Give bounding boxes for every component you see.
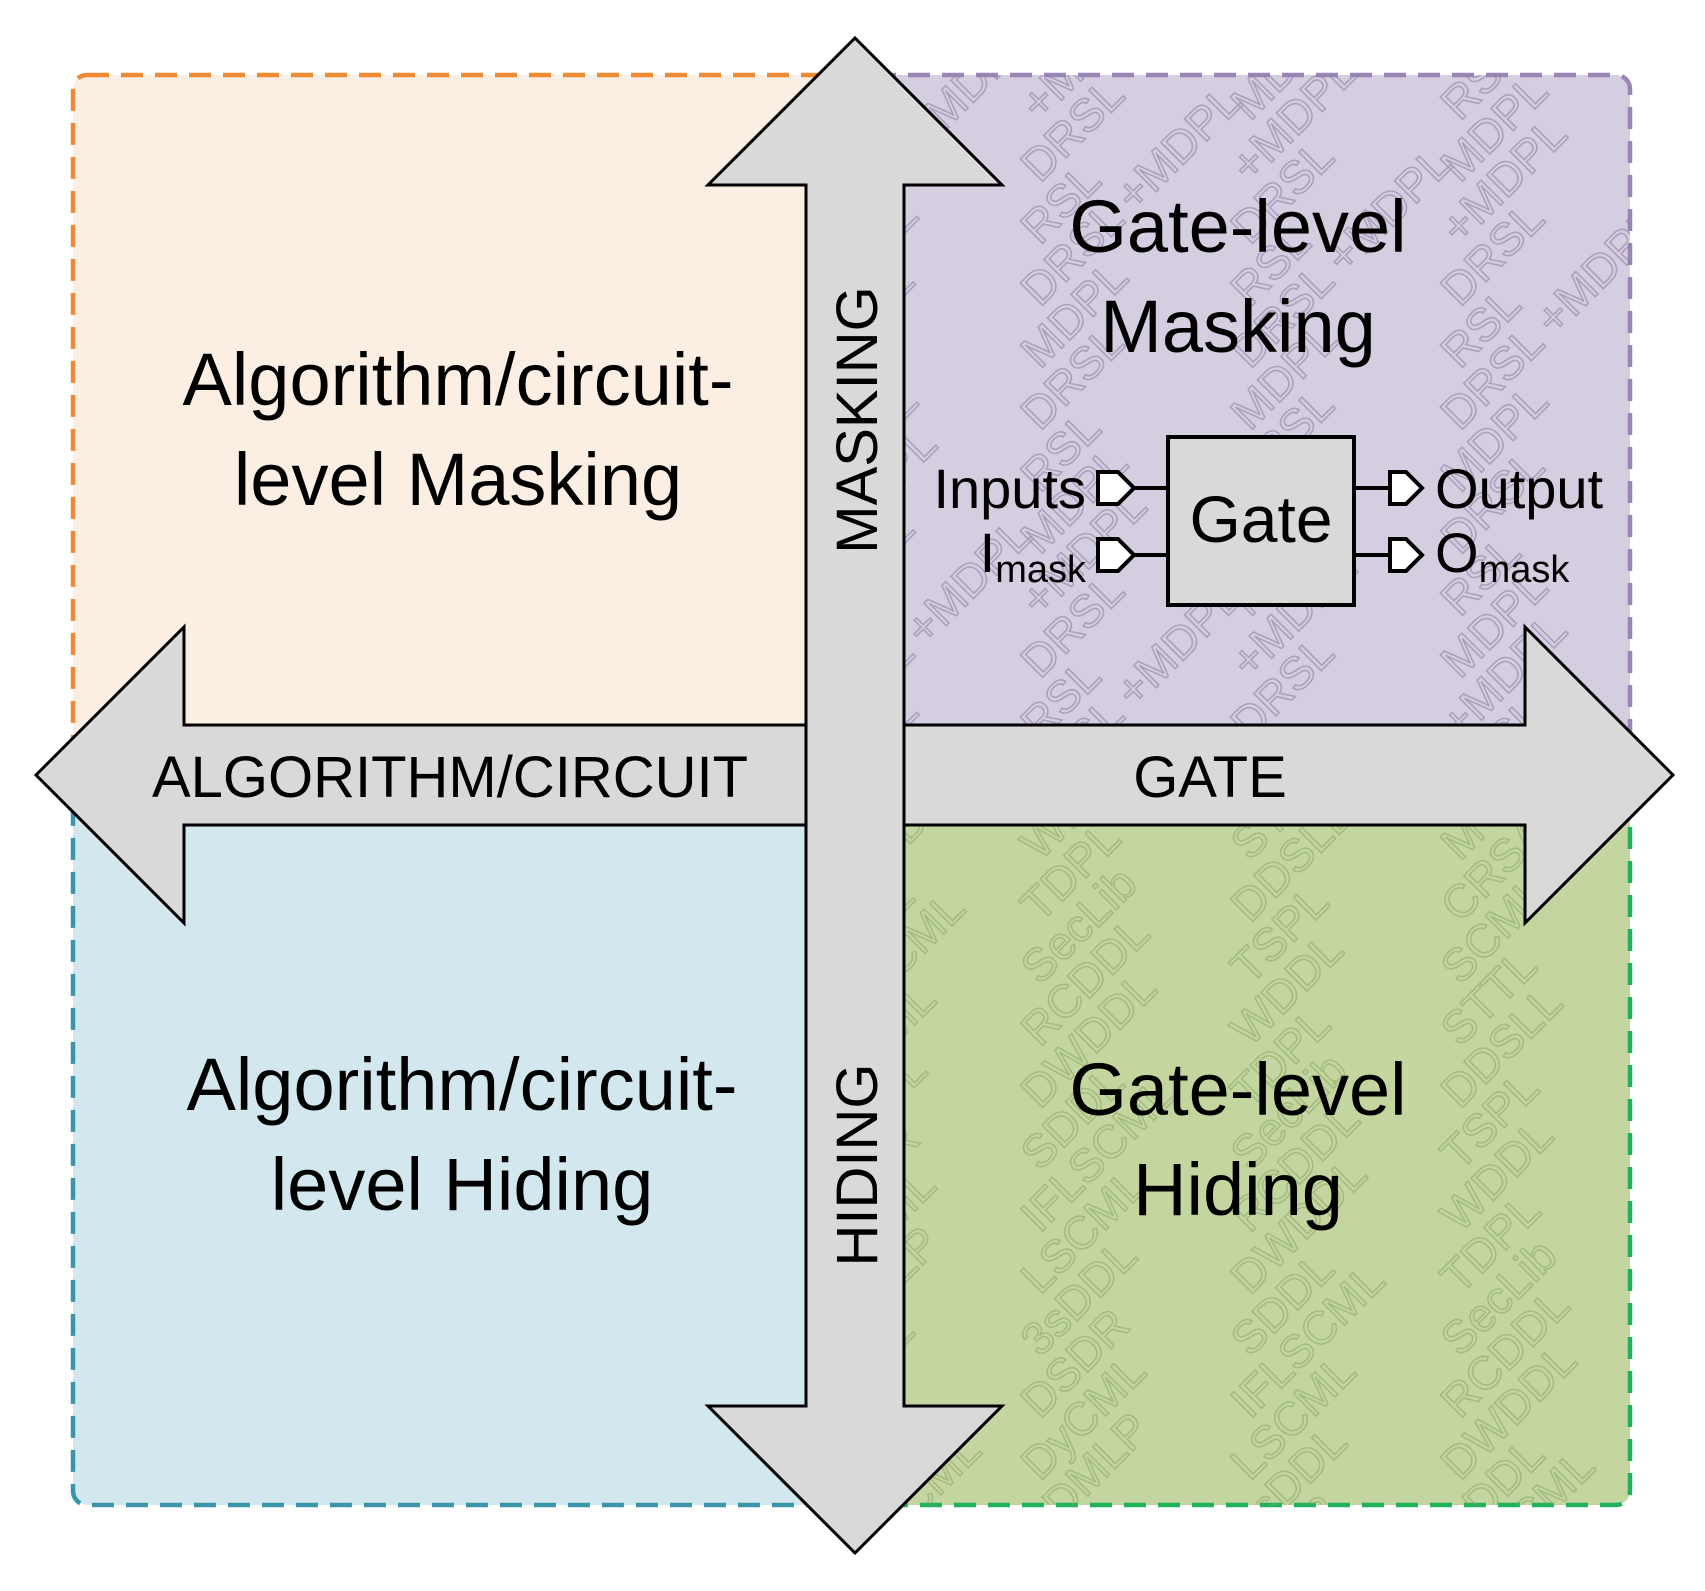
masked-gate-schematic: Gate Inputs Imask Output Omask xyxy=(933,435,1604,607)
axis-label-masking: MASKING xyxy=(825,286,890,554)
gate-box xyxy=(1166,435,1356,607)
watermark-word: MDPL xyxy=(1010,0,1137,67)
watermark-word: DRSL xyxy=(1640,6,1705,130)
watermark-word: STTL xyxy=(1640,1125,1705,1241)
watermark-word: PG-MCML xyxy=(1640,803,1705,993)
watermark-word: CRSABL xyxy=(1640,950,1705,1117)
watermark-word: DRSL xyxy=(1640,502,1705,626)
title-gate-hiding-line1: Gate-level xyxy=(1069,1048,1406,1131)
axis-label-hiding: HIDING xyxy=(825,1064,890,1267)
watermark-word: MDPL xyxy=(1640,436,1705,563)
title-algorithm-hiding-line1: Algorithm/circuit- xyxy=(187,1043,738,1126)
title-gate-masking-line2: Masking xyxy=(1100,285,1376,368)
i-mask-pin-icon xyxy=(1096,537,1137,573)
watermark-word: WDDL xyxy=(1640,1295,1705,1428)
watermark-word: RSL xyxy=(1640,91,1705,191)
title-algorithm-masking-line2: level Masking xyxy=(234,438,682,521)
watermark-word: MTDSL xyxy=(1640,908,1705,1055)
output-pin-icon xyxy=(1388,470,1425,506)
o-mask-label: Omask xyxy=(1435,521,1570,591)
axis-label-gate: GATE xyxy=(1133,745,1287,810)
watermark-word: MDPL xyxy=(1640,622,1705,749)
watermark-word: DRSL xyxy=(1430,0,1554,67)
watermark-word: DRSL xyxy=(590,0,714,67)
watermark-word: TSPL xyxy=(1640,1247,1705,1365)
quadrant-algorithm-hiding xyxy=(70,767,881,1508)
quadrant-gate-hiding xyxy=(857,792,1633,1508)
watermark-word: RCDDL xyxy=(1640,1464,1705,1591)
watermark-word: RSL xyxy=(1220,0,1320,67)
title-gate-masking-line1: Gate-level xyxy=(1069,185,1406,268)
inputs-pin-icon xyxy=(1096,470,1137,506)
watermark-word: MCML xyxy=(1640,799,1705,932)
i-mask-label: Imask xyxy=(980,521,1087,591)
watermark-word: SCML xyxy=(1640,1052,1705,1179)
output-label: Output xyxy=(1435,457,1604,520)
title-gate-hiding-line2: Hiding xyxy=(1133,1148,1343,1231)
watermark-word: MDPL xyxy=(1640,0,1705,67)
axis-label-algorithm-circuit: ALGORITHM/CIRCUIT xyxy=(152,745,748,810)
watermark-word: RSL xyxy=(1640,587,1705,687)
watermark-word: DRSL +MDPL xyxy=(1640,260,1705,501)
o-mask-pin-icon xyxy=(1388,537,1425,573)
watermark-word: SecLib xyxy=(1640,1415,1705,1551)
title-algorithm-masking-line1: Algorithm/circuit- xyxy=(183,338,734,421)
title-algorithm-hiding-line2: level Hiding xyxy=(271,1143,654,1226)
vertical-double-arrow xyxy=(704,35,1006,1556)
watermark-word: +MDPL xyxy=(1640,169,1705,315)
gate-box-label: Gate xyxy=(1189,482,1332,556)
watermark-word: MDPL xyxy=(1640,126,1705,253)
watermark-word: DRSL xyxy=(1640,254,1705,378)
watermark-word: RSL xyxy=(1640,339,1705,439)
inputs-label: Inputs xyxy=(933,457,1086,520)
watermark-word: DDSLL xyxy=(1640,1161,1705,1303)
watermark-word: TDPL xyxy=(1640,1369,1705,1489)
